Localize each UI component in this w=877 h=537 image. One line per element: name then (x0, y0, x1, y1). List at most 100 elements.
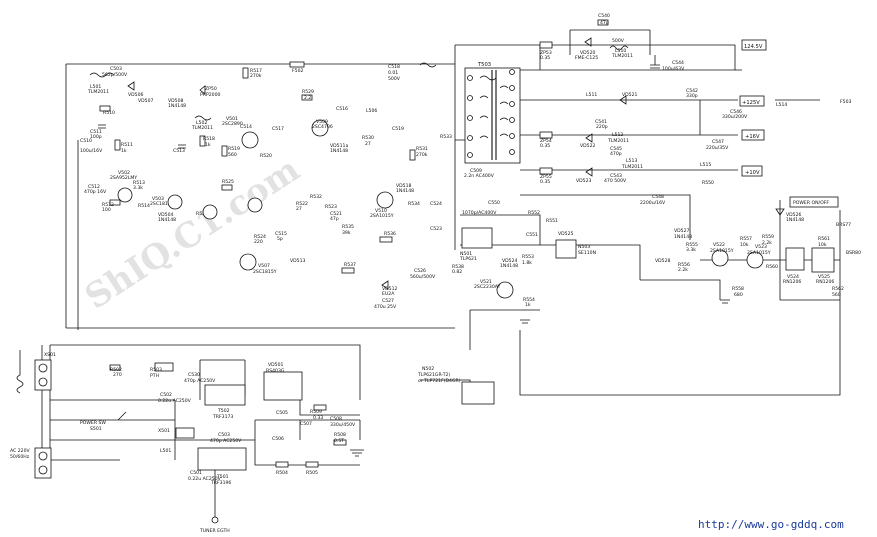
r554-label: R554 (523, 297, 535, 303)
zp50-type: PRP2000 (200, 92, 221, 98)
c543-value: 500V (612, 38, 625, 44)
l501-label: L501 (90, 84, 101, 90)
vd504-type: 1N4148 (158, 217, 176, 223)
c530-value: 470p AC250V (184, 378, 216, 384)
r512-label: R512 (102, 202, 114, 208)
c512-label: C512 (88, 184, 100, 190)
r554-value: 1k (525, 302, 531, 308)
r559-label: R559 (762, 234, 774, 240)
c502-value: 0.22u AC250V (158, 398, 192, 404)
c511-value: 100p (90, 134, 102, 140)
r559-value: 2.2k (762, 240, 772, 246)
r522-value: 27 (296, 206, 302, 212)
vd520-label: VD520 (580, 50, 596, 56)
r530-label: R530 (362, 135, 374, 141)
c523-label: C523 (430, 226, 442, 232)
c547-value: 220u/35V (706, 145, 729, 151)
vd526-type: 1N4148 (786, 217, 804, 223)
r536-label: R536 (384, 231, 396, 237)
v522-type: 2SA1015Y (710, 248, 734, 254)
l501b-label: L501 (160, 448, 171, 454)
vd520-type: FME-C125 (575, 55, 598, 61)
v525-type: RN1206 (816, 279, 834, 285)
r524-value: 220 (254, 239, 263, 245)
r558-label: R558 (732, 286, 744, 292)
tuner-earth-label: TUNER EGTH (199, 528, 230, 534)
c518-value: 0.01 (388, 70, 398, 76)
c550-value: 1070p/AC400V (462, 210, 497, 216)
l512-label: L512 (612, 132, 623, 138)
v521-label: V521 (480, 279, 492, 285)
input-section: XS01 R502 270 R503 PTH C530 470p AC250V … (10, 350, 495, 534)
vd524-type: 1N4148 (500, 263, 518, 269)
r523-label: R523 (325, 204, 337, 210)
r504-label: R504 (276, 470, 288, 476)
left-section: L501 TLM2011 C503 562p/500V VD506 R510 V… (80, 66, 308, 275)
r505-label: R505 (306, 470, 318, 476)
power-sw-ref: S501 (90, 426, 102, 432)
c543b-value: 470 500V (604, 178, 627, 184)
c506-label: C506 (272, 436, 284, 442)
v510-label: V510 (375, 208, 387, 214)
n501-type: TLP621 (459, 256, 477, 262)
t501-type: TRF3196 (210, 480, 231, 486)
r561-value: 10k (818, 242, 827, 248)
r503-label: R503 (150, 367, 162, 373)
c512-value: 470p 16V (84, 189, 107, 195)
c530-label: C530 (188, 372, 200, 378)
right-section: L511 VD521 C542 330p C541 220p +125V L51… (459, 88, 861, 308)
c515-value: 5p (277, 236, 283, 242)
r530-value: 27 (365, 141, 371, 147)
v521-type: 2SC2230AY (474, 284, 501, 290)
power-onoff-label: POWER ON/OFF (793, 200, 829, 206)
t501-label: T501 (216, 474, 229, 480)
vd508-type: 1N4148 (168, 103, 186, 109)
r502-label: R502 (110, 367, 122, 373)
l514-label: L514 (776, 102, 787, 108)
vd512-type: EU2A (382, 291, 395, 297)
r555-value: 3.3k (686, 247, 696, 253)
r518-label: R518 (203, 136, 215, 142)
r513-label: R513 (133, 180, 145, 186)
xs01-label: XS01 (44, 352, 56, 358)
c526-value: 560u/500V (410, 274, 436, 280)
c508-label: C508 (330, 416, 342, 422)
vd525-label: VD525 (558, 231, 574, 237)
zp50-label: ZP50 (205, 86, 217, 92)
r560-label: R560 (766, 264, 778, 270)
r553-value: 1.8k (522, 260, 532, 266)
r503-value: PTH (150, 373, 159, 379)
r508-value: 0.5T (334, 438, 344, 444)
zp55-label: ZP55 (540, 174, 552, 180)
v509-label: V509 (316, 119, 328, 125)
r551-label: R551 (546, 218, 558, 224)
r517-value: 270k (250, 73, 262, 79)
c501-value: 0.22u AC250V (188, 476, 222, 482)
vd521-label: VD521 (622, 92, 638, 98)
c541-value: 220p (596, 124, 608, 130)
r562-label: R562 (832, 286, 844, 292)
transformer-t503: T503 (464, 62, 521, 164)
c503-label: C503 (110, 66, 122, 72)
vd501-type: RS403G (266, 368, 285, 374)
vd501-label: VD501 (268, 362, 284, 368)
vd506-label: VD506 (128, 92, 144, 98)
n502-alt: or TLP721F(D4GR) (418, 378, 461, 384)
v523-type: 2SA1015Y (747, 250, 771, 256)
c526-label: C526 (414, 268, 426, 274)
c515-label: C515 (275, 231, 287, 237)
r556-label: R556 (678, 262, 690, 268)
l510-label: L510 (615, 48, 626, 54)
c550-label: C550 (488, 200, 500, 206)
r557-value: 10k (740, 242, 749, 248)
c507-label: C507 (300, 421, 312, 427)
r522-label: R522 (296, 201, 308, 207)
l501-type: TLM2011 (87, 89, 109, 95)
r538-label: R538 (452, 264, 464, 270)
c547-label: C547 (712, 139, 724, 145)
r562-value: 560 (832, 292, 841, 298)
c542-label: C542 (686, 88, 698, 94)
c544-value: 100u/63V (662, 66, 685, 72)
footer-url: http://www.go-gddq.com (698, 518, 844, 531)
